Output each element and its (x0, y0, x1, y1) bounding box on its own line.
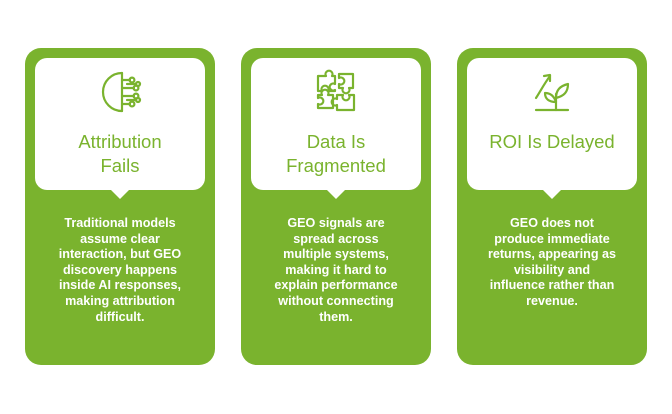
growth-plant-arrow-icon (534, 73, 570, 112)
card-header: Data Is Fragmented (251, 58, 421, 199)
puzzle-pieces-icon (316, 69, 356, 112)
card-header: Attribution Fails (35, 58, 205, 199)
card-header: ROI Is Delayed (467, 58, 637, 199)
card-description: GEO signals are spread across multiple s… (274, 216, 398, 324)
ai-brain-circuit-icon (101, 71, 142, 113)
card-description: GEO does not produce immediate returns, … (487, 216, 617, 308)
card-attribution-fails: Attribution Fails Traditional models ass… (25, 48, 215, 365)
card-title: Data Is Fragmented (286, 131, 386, 176)
card-title: Attribution Fails (78, 131, 162, 176)
card-description: Traditional models assume clear interact… (58, 216, 182, 324)
card-data-is-fragmented: Data Is Fragmented GEO signals are sprea… (241, 48, 431, 365)
card-title: ROI Is Delayed (489, 131, 615, 152)
card-roi-is-delayed: ROI Is Delayed GEO does not produce imme… (457, 48, 647, 365)
